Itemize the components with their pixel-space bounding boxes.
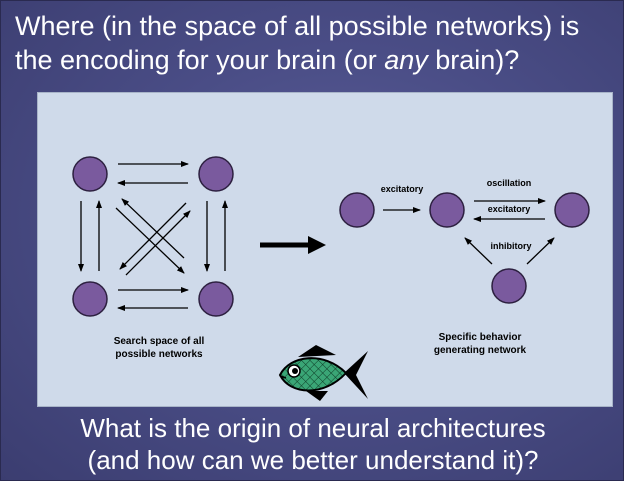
edge-inhibitory-left — [464, 237, 493, 265]
bottom-line-1: What is the origin of neural architectur… — [80, 413, 546, 443]
grid-node-top-right — [198, 156, 234, 192]
right-caption-line-1: Specific behavior — [439, 332, 522, 343]
grid-edge-diag-3 — [119, 202, 187, 270]
right-caption-line-2: generating network — [434, 345, 527, 356]
grid-node-bottom-left — [72, 281, 108, 317]
left-caption-line-1: Search space of all — [114, 336, 205, 347]
transition-arrow — [260, 236, 326, 254]
left-caption-line-2: possible networks — [115, 349, 203, 360]
grid-edge-diag-2 — [121, 198, 185, 259]
behavior-node-b — [554, 192, 590, 228]
grid-edge-diag-1 — [115, 207, 185, 274]
grid-edge-diag-4 — [125, 210, 191, 276]
diagram-panel: Search space of all possible networks ex… — [37, 92, 613, 407]
title-line-1: Where (in the space of all possible netw… — [15, 11, 580, 41]
behavior-network — [339, 192, 590, 304]
title-line-2-pre: the encoding for your brain (or — [15, 45, 385, 75]
bottom-question: What is the origin of neural architectur… — [1, 412, 624, 476]
slide-title: Where (in the space of all possible netw… — [15, 9, 615, 77]
edge-inhibitory-right — [526, 237, 555, 265]
bottom-line-2: (and how can we better understand it)? — [87, 445, 539, 475]
behavior-node-inhibitor — [491, 268, 527, 304]
label-excitatory-left: excitatory — [381, 184, 424, 194]
grid-node-top-left — [72, 156, 108, 192]
behavior-node-input — [339, 192, 375, 228]
fish-icon — [278, 345, 368, 401]
title-line-2-italic: any — [384, 45, 428, 75]
label-excitatory-right: excitatory — [488, 204, 531, 214]
title-line-2: the encoding for your brain (or any brai… — [15, 43, 615, 77]
label-oscillation: oscillation — [487, 178, 532, 188]
behavior-node-a — [429, 192, 465, 228]
title-line-2-post: brain)? — [427, 45, 520, 75]
label-inhibitory: inhibitory — [491, 241, 532, 251]
search-space-network — [72, 156, 234, 317]
grid-node-bottom-right — [198, 281, 234, 317]
network-diagram: Search space of all possible networks ex… — [72, 156, 590, 401]
